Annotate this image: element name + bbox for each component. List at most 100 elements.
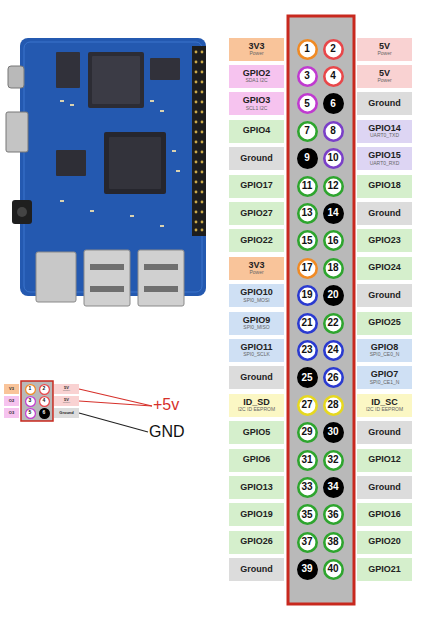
pin-name: GPIO10 [240,288,273,297]
pin-label-box: Ground [357,284,412,307]
pin-circle: 27 [297,395,318,416]
pin-ring [324,314,342,332]
pin-name: GPIO22 [240,236,273,245]
pin-number: 5 [304,99,310,110]
pin-number: 1 [304,44,310,55]
pin-ring [324,122,342,140]
wifi-chip [56,150,86,176]
pin-function: SPI0_CE1_N [370,380,400,385]
pin-name: GPIO11 [240,343,272,352]
pin-number: 40 [327,564,338,575]
ethernet-port [36,252,76,302]
pin-ring [298,204,316,222]
pin-name: Ground [368,428,401,437]
pin-label-box: GPIO27 [229,202,284,225]
pin-circle: 2 [39,384,50,395]
pin-name: O3 [9,411,14,415]
pin-name: Ground [59,411,73,415]
pin-circle: 15 [297,230,318,251]
pin-name: GPIO19 [240,510,273,519]
pin-name: GPIO27 [240,209,273,218]
pin-ring [298,95,316,113]
pin-circle: 28 [323,395,344,416]
pin-circle: 38 [323,532,344,553]
usb-slot [144,264,178,270]
pin-ring [298,341,316,359]
pin-circle: 25 [297,367,318,388]
pin-label-box: 3V3Power [229,38,284,61]
pin-ring [298,67,316,85]
pin-number: 35 [301,510,312,521]
pin-circle: 34 [323,477,344,498]
pin-ring [298,396,316,414]
pin-circle: 10 [323,148,344,169]
voltage-label: +5v [153,396,179,414]
pin-label-box: GPIO21 [357,558,412,581]
pin-name: ID_SD [243,398,270,407]
usb-slot [90,264,124,270]
pin-circle: 11 [297,176,318,197]
audio-jack-hole [17,207,27,217]
pin-label-box: GPIO23 [357,229,412,252]
pin-circle: 33 [297,477,318,498]
pin-number: 13 [301,208,312,219]
pin-number: 14 [327,208,338,219]
pin-function: UART0_RXD [370,161,400,166]
emmc-chip-top [109,137,161,189]
pin-ring [324,396,342,414]
pin-number: 36 [327,510,338,521]
pin-circle: 16 [323,230,344,251]
pin-circle: 1 [297,39,318,60]
pin-ring [39,384,49,394]
hdmi-port [6,112,28,152]
pin-circle: 3 [297,66,318,87]
pin-name: GPIO15 [368,151,401,160]
pin-circle: 26 [323,367,344,388]
pin-label-box: GPIO17 [229,175,284,198]
pin-name: GPIO21 [368,565,401,574]
pin-circle: 2 [323,39,344,60]
pin-circle: 4 [323,66,344,87]
pin-label-box: O3 [4,408,19,418]
pin-name: GPIO25 [368,318,401,327]
header-frame [288,16,354,604]
pin-number: 6 [43,410,46,415]
pin-function: Power [377,51,391,56]
pin-number: 8 [330,126,336,137]
pin-label-box: GPIO24 [357,257,412,280]
pin-circle: 22 [323,313,344,334]
audio-jack [12,200,32,224]
pin-name: 3V3 [248,42,264,51]
pin-number: 3 [29,398,32,403]
pin-label-box: GPIO2SDA1 I2C [229,65,284,88]
pin-circle: 36 [323,504,344,525]
pin-ring [298,423,316,441]
pin-label-box: GPIO15UART0_RXD [357,147,412,170]
pin-label-box: 3V3Power [229,257,284,280]
header-pins [195,51,204,232]
pin-label-box: GPIO4 [229,120,284,143]
pin-ring [298,232,316,250]
usb-port [138,250,184,306]
soc-chip [88,52,144,108]
pin-name: GPIO2 [243,69,271,78]
pin-name: GPIO23 [368,236,401,245]
board-illustration [6,38,206,306]
pin-label-box: GPIO11SPI0_SCLK [229,339,284,362]
pin-label-box: O2 [4,396,19,406]
pin-label-box: 5VPower [357,65,412,88]
soc-chip-top [92,56,140,104]
pin-label-box: GPIO8SPI0_CE0_N [357,339,412,362]
usb-slot [90,286,124,292]
pin-name: GPIO8 [371,343,399,352]
pin-function: Power [249,270,263,275]
pin-ring [324,204,342,222]
pin-name: Ground [368,291,401,300]
pin-circle: 40 [323,559,344,580]
pin-circle: 6 [39,408,50,419]
pin-number: 5 [29,410,32,415]
pin-number: 31 [301,455,312,466]
pin-ring [324,67,342,85]
pin-label-box: 5VPower [357,38,412,61]
